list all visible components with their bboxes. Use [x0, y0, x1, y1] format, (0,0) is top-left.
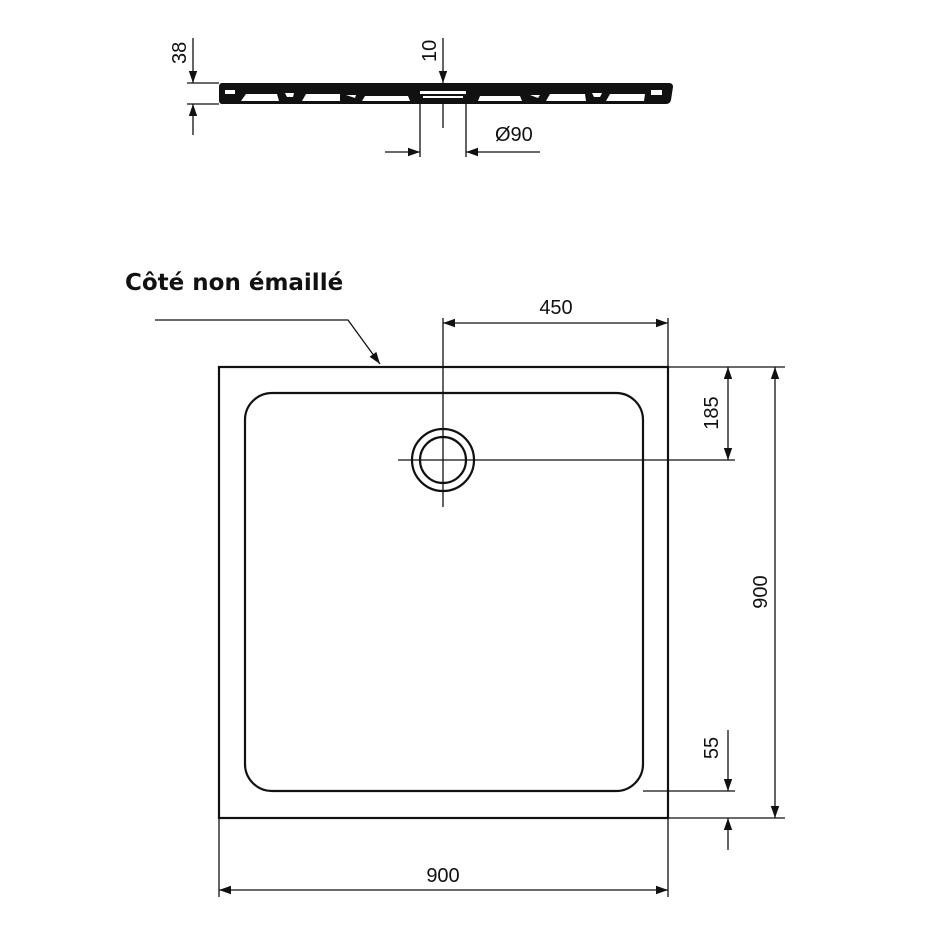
drain-offset-y-dimension: 185 [701, 396, 723, 429]
drain-offset-x-dimension: 450 [539, 297, 572, 319]
plan-view: 450 185 900 55 900 [217, 297, 785, 897]
width-dimension: 900 [426, 865, 459, 887]
drain-diameter-dimension: Ø90 [495, 124, 533, 146]
rim-dimension: 55 [701, 737, 723, 759]
depth-dimension: 900 [750, 575, 772, 608]
leader-line [155, 319, 381, 365]
unenamelled-side-label: Côté non émaillé [125, 270, 343, 296]
height-dimension: 38 [169, 42, 191, 64]
side-profile: 38 10 Ø90 [169, 38, 673, 157]
drain-depth-dimension: 10 [419, 40, 441, 62]
